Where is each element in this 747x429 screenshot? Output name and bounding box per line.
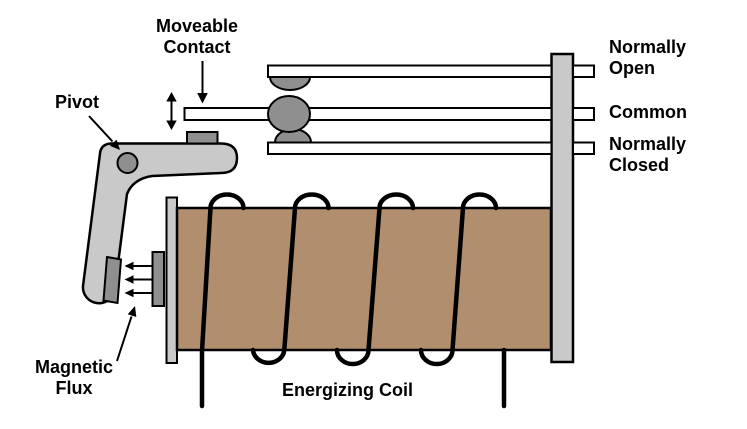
- coil-body: [175, 206, 553, 352]
- moveable-contact-arrow-icon: [197, 61, 208, 104]
- magnetic-flux-arrow-icon: [116, 306, 137, 362]
- support-bracket: [550, 52, 575, 364]
- armature-contact-pad: [186, 131, 219, 145]
- armature: [81, 142, 239, 305]
- coil-turn-4: [418, 192, 499, 367]
- magnetic-flux-label: Magnetic Flux: [34, 357, 113, 398]
- normally-open-label: Normally Open: [609, 37, 687, 78]
- pivot-arrow-icon: [88, 115, 120, 150]
- core-pole-piece: [151, 251, 165, 307]
- moveable-contact-label: Moveable Contact: [155, 16, 239, 57]
- normally-open-terminal: [572, 64, 595, 78]
- normally-closed-label: Normally Closed: [609, 134, 687, 175]
- coil-turn-1: [199, 192, 246, 409]
- pivot-point: [116, 152, 139, 174]
- normally-closed-bar: [267, 141, 553, 155]
- common-moveable-bar: [183, 107, 553, 121]
- common-contact: [267, 95, 311, 133]
- up-down-motion-arrow-icon: [166, 92, 177, 130]
- coil-winding: [199, 192, 507, 409]
- coil-turn-3: [334, 192, 416, 367]
- coil-turn-2: [250, 192, 331, 366]
- normally-closed-terminal: [572, 141, 595, 155]
- flux-field-arrows-icon: [124, 261, 152, 298]
- pivot-label: Pivot: [55, 92, 100, 112]
- coil-end-plate: [165, 196, 178, 364]
- normally-open-bar: [267, 64, 553, 78]
- normally-open-contact: [268, 76, 312, 91]
- armature-plate: [102, 255, 123, 305]
- common-terminal: [572, 107, 595, 121]
- energizing-coil-label: Energizing Coil: [282, 380, 414, 400]
- common-label: Common: [609, 102, 687, 122]
